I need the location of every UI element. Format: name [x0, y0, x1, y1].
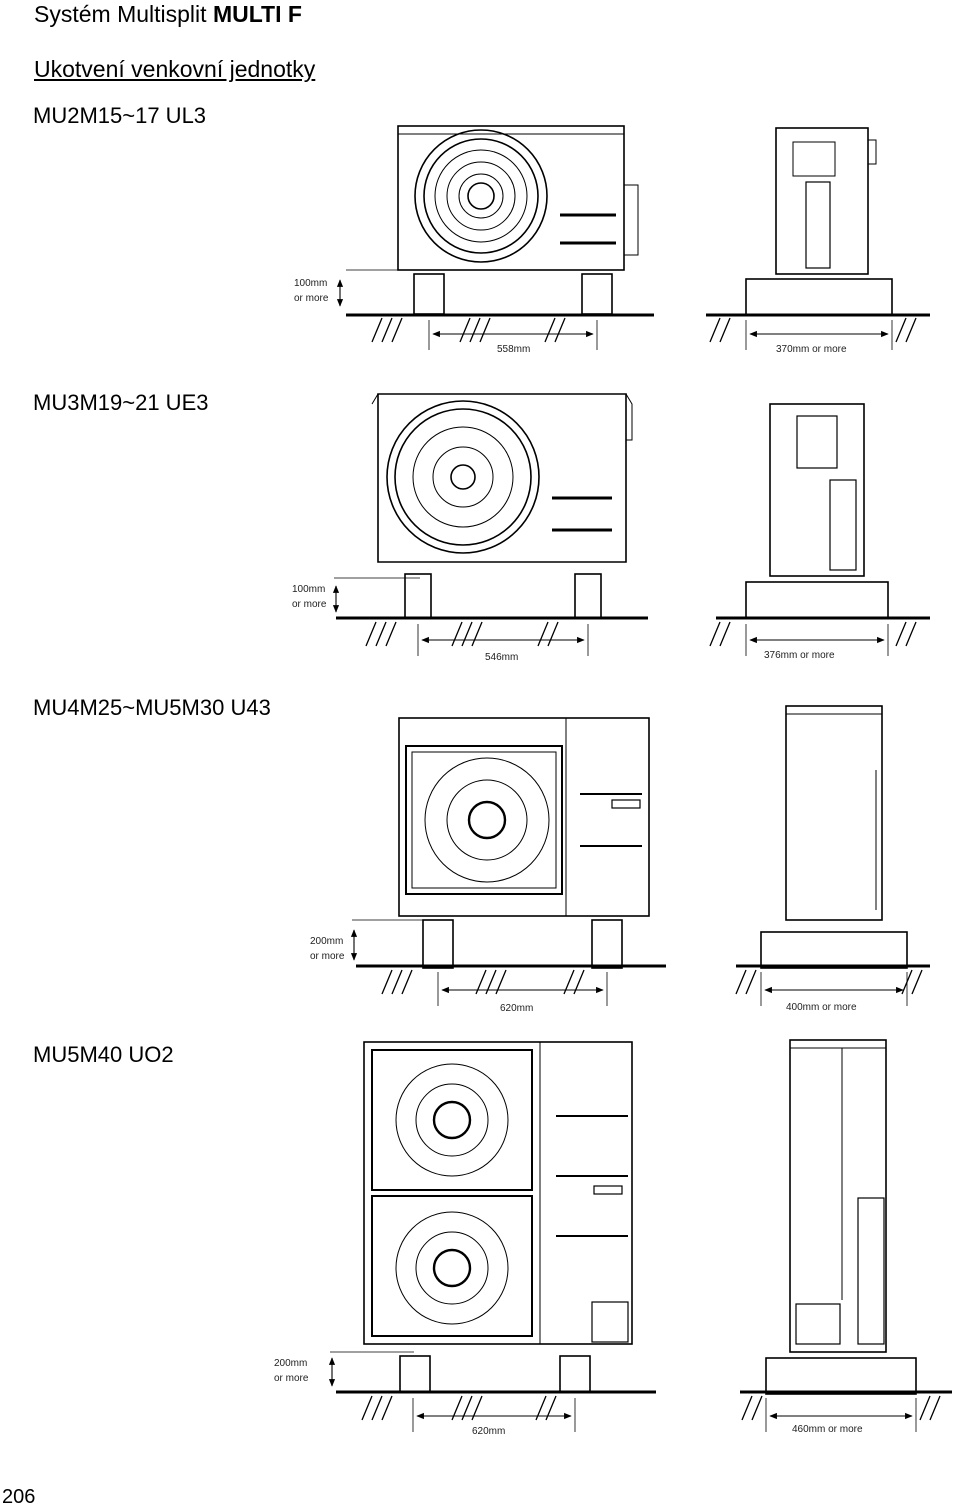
height-label-2b: or more [292, 599, 327, 610]
width-label-3: 620mm [500, 1003, 533, 1014]
side-view-4 [765, 1039, 917, 1395]
height-label-1a: 100mm [294, 278, 327, 289]
series-title: Systém Multisplit MULTI F [34, 1, 302, 28]
side-view-1 [745, 127, 893, 316]
dimension-lines-1 [336, 269, 893, 350]
side-label-3: 400mm or more [786, 1002, 857, 1013]
dimension-lines-3 [350, 919, 908, 1006]
side-label-1: 370mm or more [776, 344, 847, 355]
height-label-1b: or more [294, 293, 329, 304]
model-label-4: MU5M40 UO2 [33, 1042, 174, 1067]
side-view-3 [760, 705, 908, 969]
side-view-2 [745, 403, 889, 619]
height-label-2a: 100mm [292, 584, 325, 595]
model-label-3: MU4M25~MU5M30 U43 [33, 695, 271, 720]
model-label-2: MU3M19~21 UE3 [33, 390, 209, 415]
height-label-3a: 200mm [310, 936, 343, 947]
series-title-prefix: Systém Multisplit [34, 1, 213, 27]
page-number: 206 [2, 1486, 36, 1508]
width-label-4: 620mm [472, 1426, 505, 1437]
dimension-lines-2 [332, 577, 889, 656]
page-subtitle: Ukotvení venkovní jednotky [34, 56, 316, 82]
height-label-4b: or more [274, 1373, 309, 1384]
width-label-1: 558mm [497, 344, 530, 355]
hatch-1 [371, 317, 917, 343]
series-title-bold: MULTI F [212, 1, 302, 27]
front-view-3 [398, 717, 650, 969]
hatch-2 [365, 621, 917, 647]
front-view-1 [397, 125, 639, 315]
height-label-3b: or more [310, 951, 345, 962]
side-label-2: 376mm or more [764, 650, 835, 661]
front-view-4 [363, 1041, 633, 1393]
dimension-lines-4 [328, 1351, 917, 1432]
width-label-2: 546mm [485, 652, 518, 663]
front-view-2 [371, 393, 633, 619]
model-label-1: MU2M15~17 UL3 [33, 103, 207, 128]
side-label-4: 460mm or more [792, 1424, 863, 1435]
height-label-4a: 200mm [274, 1358, 307, 1369]
